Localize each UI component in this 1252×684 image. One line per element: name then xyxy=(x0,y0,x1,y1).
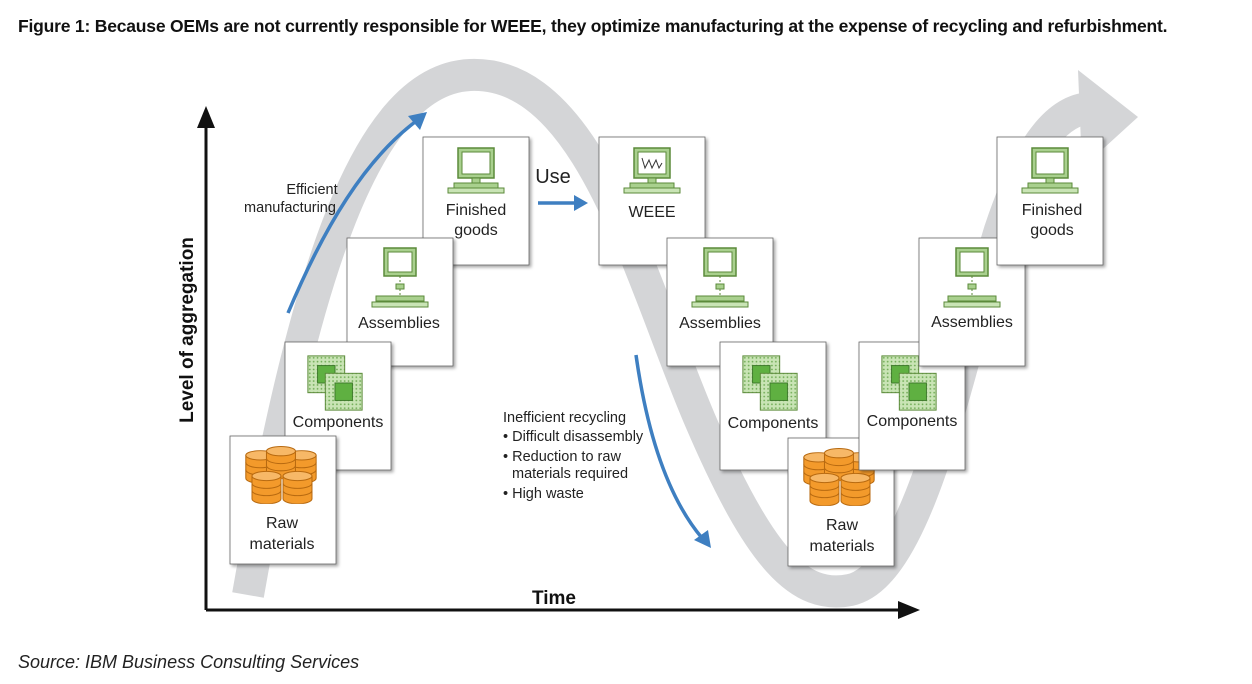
box-label: materials xyxy=(250,536,315,553)
box-label: Components xyxy=(293,414,384,431)
bullet-reduction-line1: • Reduction to raw xyxy=(503,449,621,465)
box-label: Components xyxy=(867,413,958,430)
box-label: Assemblies xyxy=(358,315,440,332)
box-label: Finished xyxy=(446,202,506,219)
box-label: goods xyxy=(454,222,498,239)
source-caption: Source: IBM Business Consulting Services xyxy=(18,652,360,672)
efficient-label-2: manufacturing xyxy=(244,200,336,216)
box-label: Assemblies xyxy=(679,315,761,332)
use-label: Use xyxy=(535,166,571,188)
box-raw-materials-1: Raw materials xyxy=(229,435,337,565)
box-label: Components xyxy=(728,415,819,432)
x-axis-label: Time xyxy=(532,588,576,609)
recycling-arrow xyxy=(634,354,704,540)
box-assemblies-3: Assemblies xyxy=(918,237,1026,367)
axes xyxy=(197,106,920,619)
box-label: Assemblies xyxy=(931,314,1013,331)
box-label: WEEE xyxy=(628,204,675,221)
box-label: goods xyxy=(1030,222,1074,239)
box-label: Raw xyxy=(266,515,298,532)
figure-title: Figure 1: Because OEMs are not currently… xyxy=(18,16,1168,36)
inefficient-title: Inefficient recycling xyxy=(503,410,626,426)
box-label: Finished xyxy=(1022,202,1082,219)
box-finished-goods-2: Finished goods xyxy=(996,136,1104,266)
efficient-label-1: Efficient xyxy=(286,182,337,198)
efficient-arrow xyxy=(286,120,417,314)
bullet-high-waste: • High waste xyxy=(503,486,584,502)
y-axis-label: Level of aggregation xyxy=(177,237,198,423)
box-label: Raw xyxy=(826,517,858,534)
bullet-difficult-disassembly: • Difficult disassembly xyxy=(503,429,644,445)
barrels-icon xyxy=(246,447,316,504)
box-label: materials xyxy=(810,538,875,555)
bullet-reduction-line2: materials required xyxy=(512,466,628,482)
inefficient-recycling-notes: Inefficient recycling • Difficult disass… xyxy=(503,410,644,502)
